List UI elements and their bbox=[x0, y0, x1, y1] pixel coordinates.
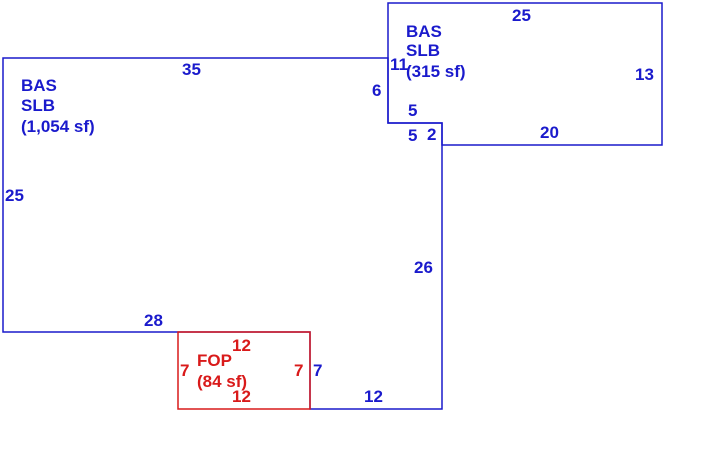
dim-main-top: 35 bbox=[182, 60, 201, 79]
dim-right-of-porch: 7 bbox=[313, 361, 322, 380]
dim-porch-top: 12 bbox=[232, 336, 251, 355]
dim-step-lower: 5 bbox=[408, 126, 417, 145]
dim-addition-bottom: 20 bbox=[540, 123, 559, 142]
dim-step-small: 2 bbox=[427, 125, 436, 144]
dim-porch-right: 7 bbox=[294, 361, 303, 380]
addition-outline bbox=[387, 2, 663, 146]
dim-bottom-right: 12 bbox=[364, 387, 383, 406]
dim-addition-top: 25 bbox=[512, 6, 531, 25]
main-area-code: BAS bbox=[21, 76, 57, 95]
dim-step-upper: 5 bbox=[408, 101, 417, 120]
main-area-size: (1,054 sf) bbox=[21, 117, 95, 136]
dim-addition-right: 13 bbox=[635, 65, 654, 84]
porch-outline bbox=[177, 331, 311, 410]
porch-area-size: (84 sf) bbox=[197, 372, 247, 391]
dim-porch-bottom: 12 bbox=[232, 387, 251, 406]
addition-area-size: (315 sf) bbox=[406, 62, 466, 81]
main-area-sub: SLB bbox=[21, 96, 55, 115]
addition-area-sub: SLB bbox=[406, 41, 440, 60]
dim-porch-left: 7 bbox=[180, 361, 189, 380]
dim-main-right-lower: 26 bbox=[414, 258, 433, 277]
dim-main-bottom: 28 bbox=[144, 311, 163, 330]
dim-main-right-upper: 6 bbox=[372, 81, 381, 100]
dim-main-left: 25 bbox=[5, 186, 24, 205]
porch-area-code: FOP bbox=[197, 351, 232, 370]
dim-addition-left: 11 bbox=[390, 55, 408, 74]
addition-area-code: BAS bbox=[406, 22, 442, 41]
